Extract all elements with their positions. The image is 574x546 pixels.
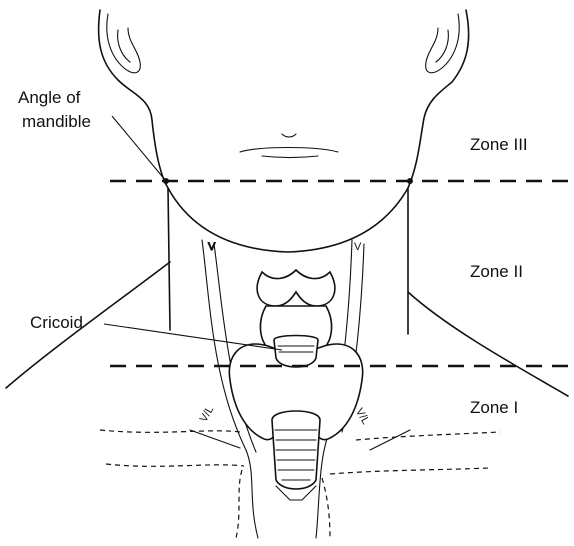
cricoid-leader-line: [104, 324, 282, 350]
head-outline: [99, 10, 469, 252]
cricoid-cartilage: [274, 336, 318, 368]
zone-two-label: Zone II: [470, 262, 523, 281]
vl-mark-left: V/L: [198, 404, 217, 424]
zone-three-label: Zone III: [470, 135, 528, 154]
vl-mark-right: V/L: [353, 406, 372, 426]
trachea: [272, 411, 320, 500]
angle-leader-line: [112, 116, 166, 181]
v-mark-left: V: [208, 241, 216, 253]
zone-one-label: Zone I: [470, 398, 518, 417]
v-mark-right: V: [354, 241, 362, 253]
angle-of-mandible-label-line2: mandible: [22, 112, 91, 131]
mandible-angle-marker-right: [407, 178, 413, 184]
angle-of-mandible-label-line1: Angle of: [18, 88, 81, 107]
cricoid-label: Cricoid: [30, 313, 83, 332]
